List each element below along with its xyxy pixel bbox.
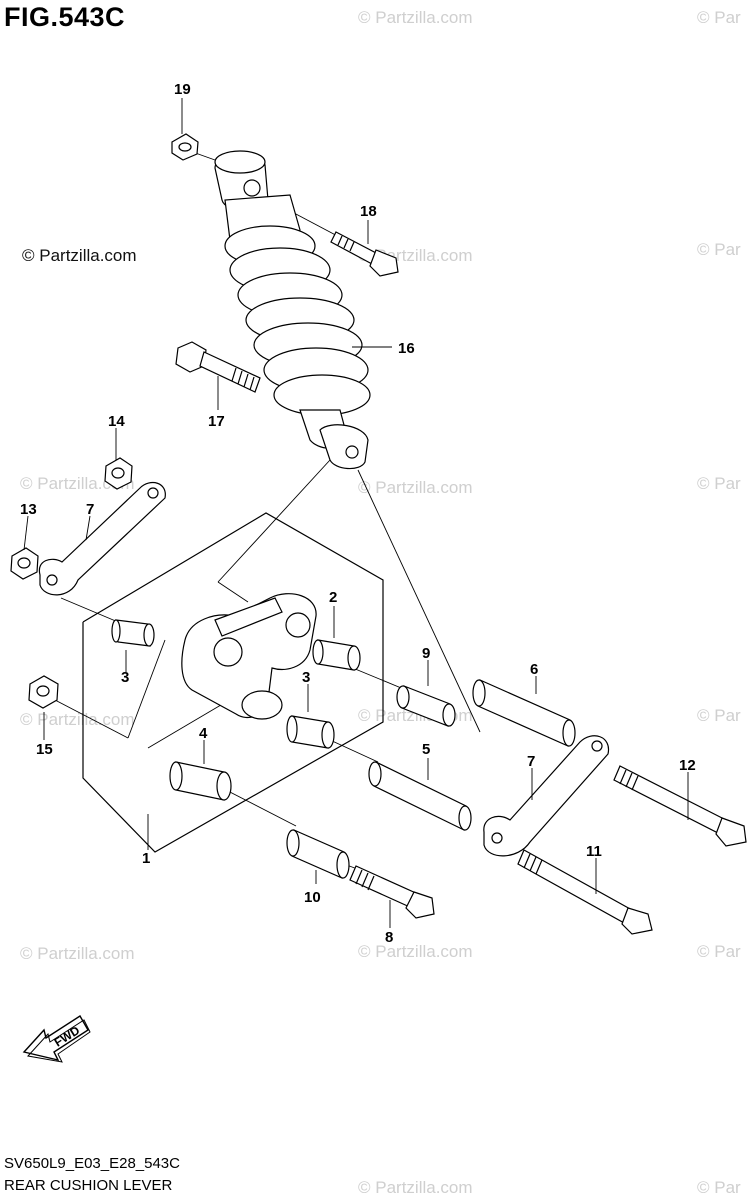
callout-5: 5 [422, 741, 430, 758]
bolt-18 [330, 231, 399, 277]
callout-17: 17 [208, 413, 225, 430]
callout-numbers: 19 18 16 17 14 13 7 2 3 9 6 3 15 4 5 7 1… [20, 81, 696, 946]
callout-3-right: 3 [302, 669, 310, 686]
watermark: © Par [697, 240, 741, 259]
copyright-notice: © Partzilla.com [22, 246, 137, 265]
watermark: © Par [697, 706, 741, 725]
callout-7-lower: 7 [527, 753, 535, 770]
bearing-4 [169, 761, 232, 801]
assembly-outline [82, 512, 384, 853]
callout-16: 16 [398, 340, 415, 357]
nut-13 [10, 547, 39, 580]
shock-absorber [214, 150, 371, 470]
watermark: © Par [697, 474, 741, 493]
bearing-3-right [286, 715, 335, 749]
callout-4: 4 [199, 725, 208, 742]
callout-14: 14 [108, 413, 125, 430]
bearing-3-left [111, 619, 155, 647]
callout-ticks [23, 98, 689, 928]
cushion-rod-7-upper [38, 481, 166, 596]
spacer-10 [286, 829, 350, 879]
figure-title: FIG.543C [4, 2, 126, 32]
bolt-11 [517, 849, 653, 935]
figure-name: REAR CUSHION LEVER [4, 1177, 173, 1194]
watermark: © Partzilla.com [20, 944, 135, 963]
fwd-arrow: FWD [22, 1015, 91, 1063]
watermark: © Par [697, 1178, 741, 1197]
watermark: © Par [697, 8, 741, 27]
watermark: © Partzilla.com [20, 710, 135, 729]
nut-14 [104, 457, 133, 490]
spacer-5 [368, 761, 472, 831]
callout-1: 1 [142, 850, 150, 867]
watermark: © Partzilla.com [358, 1178, 473, 1197]
spacer-9 [396, 685, 456, 727]
callout-9: 9 [422, 645, 430, 662]
callout-12: 12 [679, 757, 696, 774]
figure-code: SV650L9_E03_E28_543C [4, 1155, 180, 1172]
callout-13: 13 [20, 501, 37, 518]
callout-3-left: 3 [121, 669, 129, 686]
bolt-12 [613, 765, 747, 847]
callout-11: 11 [586, 843, 602, 860]
bolt-8 [349, 865, 435, 919]
callout-19: 19 [174, 81, 191, 98]
callout-6: 6 [530, 661, 538, 678]
watermark: © Partzilla.com [358, 942, 473, 961]
bolt-17 [175, 341, 261, 393]
callout-7-upper: 7 [86, 501, 94, 518]
cushion-rod-7-lower [483, 735, 610, 857]
spacer-6 [472, 679, 576, 747]
nut-15 [28, 675, 59, 709]
callout-8: 8 [385, 929, 393, 946]
callout-2: 2 [329, 589, 337, 606]
callout-18: 18 [360, 203, 377, 220]
watermark: © Par [697, 942, 741, 961]
callout-15: 15 [36, 741, 53, 758]
bearing-2 [312, 639, 361, 671]
watermark: © Partzilla.com [358, 478, 473, 497]
cushion-lever [181, 593, 317, 720]
callout-10: 10 [304, 889, 321, 906]
nut-19 [171, 133, 199, 161]
watermark: © Partzilla.com [358, 8, 473, 27]
